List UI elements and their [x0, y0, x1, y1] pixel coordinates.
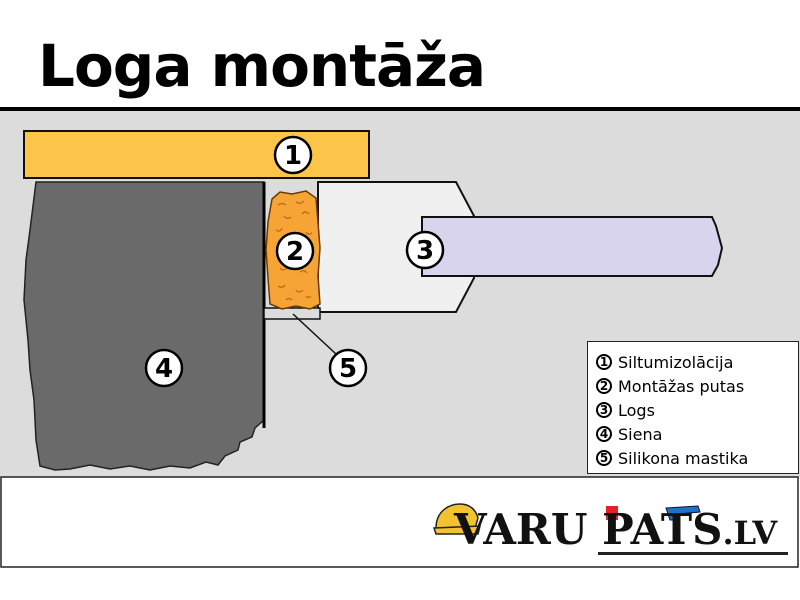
title-underline	[0, 107, 800, 111]
logo-text-varu: VARU	[453, 505, 602, 554]
legend-item-label: Logs	[618, 400, 655, 420]
foam-texture	[275, 200, 313, 301]
sealant-leader-line	[292, 313, 337, 355]
callout-1: 1	[273, 135, 313, 175]
hard-hat-icon	[432, 503, 481, 535]
legend-item-label: Siena	[618, 424, 663, 444]
legend-item: 1 Siltumizolācija	[596, 350, 798, 374]
logo-text: VARU PATS.LV	[453, 505, 778, 554]
legend-item-number: 3	[596, 402, 612, 418]
window-glass	[421, 216, 724, 277]
legend-item: 2 Montāžas putas	[596, 374, 798, 398]
callout-2-number: 2	[286, 237, 304, 267]
brush-icon	[606, 506, 618, 520]
legend-item-number: 1	[596, 354, 612, 370]
logo-text-pats: PATS	[602, 505, 722, 554]
callout-4: 4	[144, 348, 184, 388]
insulation-bar	[23, 130, 370, 179]
callout-1-number: 1	[284, 141, 302, 171]
hammer-icon	[665, 505, 701, 521]
legend-item: 5 Silikona mastika	[596, 446, 798, 470]
legend-item-number: 4	[596, 426, 612, 442]
legend-item-label: Montāžas putas	[618, 376, 745, 396]
callout-4-number: 4	[155, 354, 173, 384]
callout-3-number: 3	[416, 236, 434, 266]
legend-item-label: Siltumizolācija	[618, 352, 734, 372]
legend-item-number: 2	[596, 378, 612, 394]
callout-5-number: 5	[339, 354, 357, 384]
logo-text-lv: .LV	[722, 514, 778, 552]
varupats-logo: VARU PATS.LV	[432, 503, 788, 555]
callout-5: 5	[328, 348, 368, 388]
silicone-sealant	[263, 307, 321, 320]
legend-item: 4 Siena	[596, 422, 798, 446]
legend-item: 3 Logs	[596, 398, 798, 422]
page-title: Loga montāža	[38, 32, 486, 100]
legend: 1 Siltumizolācija 2 Montāžas putas 3 Log…	[587, 341, 799, 474]
legend-item-label: Silikona mastika	[618, 448, 749, 468]
legend-item-number: 5	[596, 450, 612, 466]
callout-2: 2	[275, 231, 315, 271]
wall	[23, 181, 265, 471]
callout-3: 3	[405, 230, 445, 270]
logo-underline	[598, 552, 788, 555]
